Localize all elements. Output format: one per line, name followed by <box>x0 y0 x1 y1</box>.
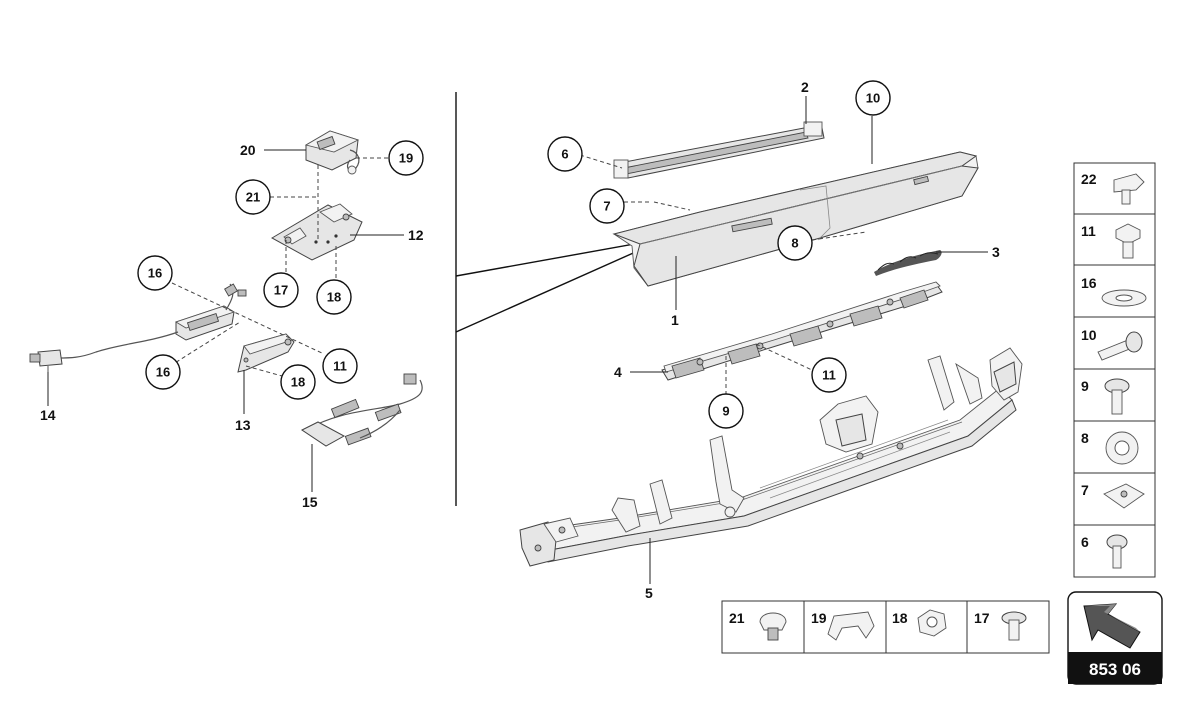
part-5-frame <box>519 347 1023 567</box>
legend-item-17: 17 <box>974 610 1027 641</box>
section-divider <box>455 92 641 506</box>
callout-16-upper: 16 <box>137 255 173 291</box>
part-3-emblem <box>874 250 942 276</box>
svg-text:11: 11 <box>333 359 347 374</box>
svg-text:18: 18 <box>291 375 305 390</box>
part-12-bracket-plate <box>270 203 363 261</box>
legend-item-16: 16 <box>1081 275 1147 307</box>
legend-item-22: 22 <box>1081 171 1145 205</box>
arrow-icon <box>1083 603 1141 649</box>
svg-text:8: 8 <box>791 236 798 251</box>
part-4-bracket-rail <box>661 281 943 381</box>
diagram-code-box: 853 06 <box>1067 591 1163 685</box>
callout-19: 19 <box>388 140 424 176</box>
svg-text:16: 16 <box>156 365 170 380</box>
legend-item-21: 21 <box>729 610 787 641</box>
part-15-cable-harness <box>301 373 423 447</box>
diagram-code: 853 06 <box>1089 660 1141 679</box>
leaders-left <box>47 149 404 492</box>
label-part-13: 13 <box>235 417 251 433</box>
callout-18-upper: 18 <box>316 279 352 315</box>
legend-item-7: 7 <box>1081 482 1145 509</box>
svg-text:18: 18 <box>327 290 341 305</box>
part-13-bracket <box>237 333 295 373</box>
label-part-20: 20 <box>240 142 256 158</box>
callout-11-main: 11 <box>811 357 847 393</box>
leaders-main <box>579 96 988 584</box>
label-part-5: 5 <box>645 585 653 601</box>
callout-16-lower: 16 <box>145 354 181 390</box>
label-part-14: 14 <box>40 407 56 423</box>
legend-item-19: 19 <box>811 610 875 641</box>
legend-item-11: 11 <box>1081 223 1141 259</box>
svg-text:10: 10 <box>866 91 880 106</box>
svg-text:16: 16 <box>1081 275 1097 291</box>
svg-text:22: 22 <box>1081 171 1097 187</box>
svg-text:8: 8 <box>1081 430 1089 446</box>
svg-text:19: 19 <box>399 151 413 166</box>
label-part-4: 4 <box>614 364 622 380</box>
callout-10: 10 <box>855 80 891 116</box>
part-20-control-unit <box>304 130 360 175</box>
svg-text:9: 9 <box>1081 378 1089 394</box>
callout-17: 17 <box>263 272 299 308</box>
callout-9: 9 <box>708 393 744 429</box>
svg-text:7: 7 <box>1081 482 1089 498</box>
legend-right: 22 11 16 10 9 8 7 <box>1073 162 1156 578</box>
label-part-15: 15 <box>302 494 318 510</box>
legend-item-8: 8 <box>1081 430 1139 465</box>
label-part-2: 2 <box>801 79 809 95</box>
svg-text:11: 11 <box>822 368 836 383</box>
svg-text:21: 21 <box>729 610 745 626</box>
svg-text:18: 18 <box>892 610 908 626</box>
svg-text:11: 11 <box>1081 223 1096 239</box>
callout-7: 7 <box>589 188 625 224</box>
part-14-module-cable <box>29 283 247 372</box>
label-part-12: 12 <box>408 227 424 243</box>
svg-text:10: 10 <box>1081 327 1097 343</box>
svg-text:16: 16 <box>148 266 162 281</box>
svg-text:6: 6 <box>1081 534 1089 550</box>
label-part-3: 3 <box>992 244 1000 260</box>
legend-item-9: 9 <box>1081 378 1130 415</box>
legend-item-10: 10 <box>1081 327 1143 361</box>
callout-11-left: 11 <box>322 348 358 384</box>
svg-text:19: 19 <box>811 610 827 626</box>
svg-text:7: 7 <box>603 199 610 214</box>
svg-text:21: 21 <box>246 190 260 205</box>
svg-text:9: 9 <box>722 404 729 419</box>
label-part-1: 1 <box>671 312 679 328</box>
svg-text:17: 17 <box>274 283 288 298</box>
part-1-main-cover <box>612 151 979 287</box>
svg-text:6: 6 <box>561 147 568 162</box>
svg-text:17: 17 <box>974 610 990 626</box>
legend-bottom: 21 19 18 17 <box>721 600 1050 654</box>
legend-item-6: 6 <box>1081 534 1128 569</box>
part-2-strip <box>613 121 825 179</box>
callout-8: 8 <box>777 225 813 261</box>
callout-18-lower: 18 <box>280 364 316 400</box>
legend-item-18: 18 <box>892 609 947 637</box>
callout-21: 21 <box>235 179 271 215</box>
callout-6: 6 <box>547 136 583 172</box>
